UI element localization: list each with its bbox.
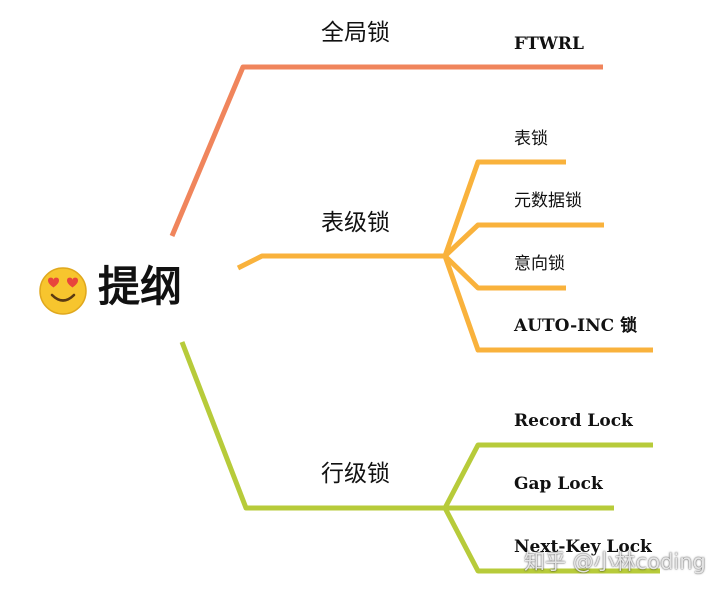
leaf-metadata-lock: 元数据锁 bbox=[514, 191, 582, 211]
branch-line-row bbox=[179, 341, 445, 511]
branch-label-row: 行级锁 bbox=[321, 461, 390, 487]
branch-label-table: 表级锁 bbox=[321, 210, 390, 236]
leaf-record-lock: Record Lock bbox=[514, 411, 633, 431]
branch-line-global bbox=[169, 64, 603, 237]
leaf-next-key-lock: Next-Key Lock bbox=[514, 537, 652, 557]
leaf-line-record-lock bbox=[442, 442, 653, 510]
leaf-ftwrl: FTWRL bbox=[514, 34, 584, 54]
leaf-table-lock: 表锁 bbox=[514, 129, 548, 149]
leaf-line-metadata-lock bbox=[443, 222, 604, 258]
leaf-gap-lock: Gap Lock bbox=[514, 474, 603, 494]
watermark: 知乎 @小林coding bbox=[524, 550, 706, 574]
leaf-line-auto-inc-lock bbox=[442, 255, 653, 353]
heart-eyes-face-icon bbox=[39, 267, 87, 315]
leaf-intention-lock: 意向锁 bbox=[514, 254, 565, 274]
leaf-line-intention-lock bbox=[443, 254, 566, 291]
root-title: 提纲 bbox=[98, 262, 183, 311]
leaf-auto-inc-lock: AUTO-INC 锁 bbox=[514, 316, 638, 336]
leaf-line-table-lock bbox=[442, 159, 566, 257]
branch-line-table bbox=[236, 253, 445, 271]
branch-label-global: 全局锁 bbox=[321, 20, 390, 46]
leaf-line-next-key-lock bbox=[442, 506, 660, 574]
